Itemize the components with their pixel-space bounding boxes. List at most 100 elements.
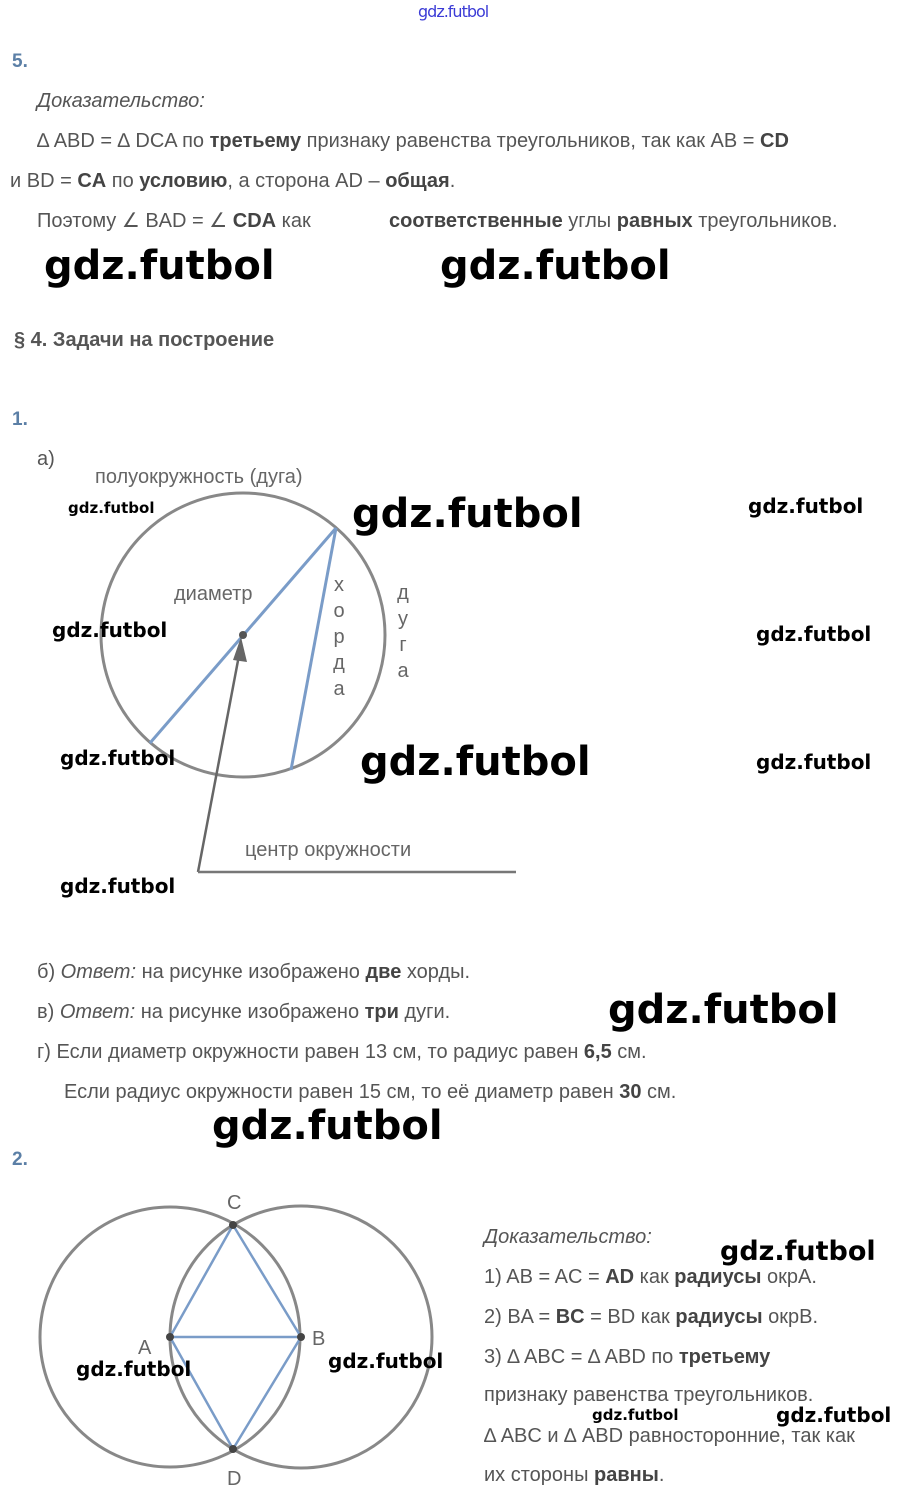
chord-line bbox=[289, 527, 338, 771]
text-segment: на рисунке изображено bbox=[135, 1001, 365, 1023]
watermark: gdz.futbol bbox=[608, 987, 839, 1033]
text-segment: треугольников. bbox=[692, 210, 838, 232]
point-label-d: D bbox=[227, 1468, 242, 1490]
text-segment: признаку равенства треугольников. bbox=[484, 1384, 814, 1406]
proof-line: ∆ ABC и ∆ ABD равносторонние, так как bbox=[484, 1426, 855, 1446]
text-segment: б) bbox=[37, 961, 61, 983]
bold-text: две bbox=[365, 961, 402, 983]
bold-text: условию bbox=[139, 170, 228, 192]
text-segment: как bbox=[634, 1266, 675, 1288]
bold-text: радиусы bbox=[675, 1306, 763, 1328]
text-segment: окрB. bbox=[762, 1306, 818, 1328]
text-segment: окрA. bbox=[761, 1266, 817, 1288]
watermark: gdz.futbol bbox=[776, 1403, 892, 1427]
semicircle-label: полуокружность (дуга) bbox=[95, 466, 303, 488]
watermark: gdz.futbol bbox=[328, 1349, 444, 1373]
text-segment: их стороны bbox=[484, 1464, 595, 1486]
section-title: § 4. Задачи на построение bbox=[14, 329, 275, 351]
italic-text: Ответ: bbox=[60, 961, 137, 983]
chord-letter: о bbox=[333, 600, 345, 622]
text-segment: Если радиус окружности равен 15 см, то е… bbox=[64, 1081, 620, 1103]
proof-label: Доказательство: bbox=[484, 1226, 652, 1248]
text-segment: = BD как bbox=[584, 1306, 676, 1328]
chord-letter: х bbox=[334, 574, 344, 596]
watermark: gdz.futbol bbox=[756, 750, 872, 774]
bold-text: 30 bbox=[619, 1081, 642, 1103]
bold-text: AD bbox=[605, 1266, 635, 1288]
chord-label: х о р д а bbox=[332, 572, 346, 702]
text-segment: 3) ∆ ABC = ∆ ABD по bbox=[484, 1346, 679, 1368]
text-segment: в) bbox=[37, 1001, 60, 1023]
task-number: 5. bbox=[12, 51, 28, 72]
part-label: а) bbox=[37, 448, 55, 470]
watermark: gdz.futbol bbox=[52, 618, 168, 642]
italic-text: Ответ: bbox=[59, 1001, 136, 1023]
text-segment: , а сторона AD – bbox=[227, 170, 386, 192]
text-segment: как bbox=[276, 210, 311, 232]
answer-line: б) Ответ: на рисунке изображено две хорд… bbox=[37, 962, 470, 982]
text-segment: . bbox=[658, 1464, 665, 1486]
chord-letter: а bbox=[333, 678, 345, 700]
text-segment: углы bbox=[562, 210, 617, 232]
bold-text: радиусы bbox=[674, 1266, 762, 1288]
watermark: gdz.futbol bbox=[76, 1357, 192, 1381]
watermark: gdz.futbol bbox=[720, 1236, 876, 1267]
chord-letter: д bbox=[333, 652, 345, 674]
point-c bbox=[229, 1221, 237, 1229]
text-segment: см. bbox=[611, 1041, 647, 1063]
arrow-head-icon bbox=[233, 637, 247, 662]
text-line: соответственные углы равных треугольнико… bbox=[389, 211, 838, 231]
proof-line: 2) BA = BC = BD как радиусы окрB. bbox=[484, 1307, 818, 1327]
bold-text: равны bbox=[594, 1464, 659, 1486]
arc-letter: д bbox=[397, 582, 409, 604]
watermark: gdz.futbol bbox=[756, 622, 872, 646]
answer-line: г) Если диаметр окружности равен 13 см, … bbox=[37, 1042, 647, 1062]
arc-label: д у г а bbox=[396, 580, 410, 684]
arc-letter: у bbox=[398, 608, 408, 630]
text-line: Поэтому ∠ BAD = ∠ CDA как bbox=[37, 211, 311, 231]
proof-line: 1) AB = AC = AD как радиусы окрA. bbox=[484, 1267, 817, 1287]
bold-text: равных bbox=[616, 210, 693, 232]
text-segment: хорды. bbox=[401, 961, 471, 983]
watermark: gdz.futbol bbox=[748, 494, 864, 518]
point-label-c: C bbox=[227, 1192, 242, 1214]
text-segment: дуги. bbox=[398, 1001, 451, 1023]
arc-letter: г bbox=[399, 634, 407, 656]
bold-text: три bbox=[364, 1001, 399, 1023]
text-segment: на рисунке изображено bbox=[136, 961, 366, 983]
text-segment: признаку равенства треугольников, так ка… bbox=[301, 130, 761, 152]
watermark: gdz.futbol bbox=[68, 499, 155, 517]
watermark: gdz.futbol bbox=[212, 1103, 443, 1149]
watermark: gdz.futbol bbox=[60, 746, 176, 770]
text-segment: ∆ ABC и ∆ ABD равносторонние, так как bbox=[484, 1425, 855, 1447]
point-a bbox=[166, 1333, 174, 1341]
task-number: 1. bbox=[12, 409, 28, 430]
task-number: 2. bbox=[12, 1149, 28, 1170]
center-label: центр окружности bbox=[245, 839, 412, 861]
watermark: gdz.futbol bbox=[44, 243, 275, 289]
circle bbox=[99, 491, 387, 779]
text-line: ∆ ABD = ∆ DCA по третьему признаку равен… bbox=[37, 131, 789, 151]
watermark: gdz.futbol bbox=[592, 1406, 679, 1424]
chord-letter: р bbox=[333, 626, 345, 648]
text-segment: и BD = bbox=[10, 170, 78, 192]
bold-text: соответственные bbox=[389, 210, 563, 232]
text-segment: 2) BA = bbox=[484, 1306, 556, 1328]
diameter-label: диаметр bbox=[174, 583, 253, 605]
proof-line: их стороны равны. bbox=[484, 1465, 664, 1485]
site-link[interactable]: gdz.futbol bbox=[418, 2, 489, 21]
bold-text: CD bbox=[760, 130, 789, 152]
text-segment: 1) AB = AC = bbox=[484, 1266, 606, 1288]
pointer-line bbox=[196, 649, 242, 873]
watermark: gdz.futbol bbox=[360, 739, 591, 785]
bold-text: CDA bbox=[232, 210, 277, 232]
watermark: gdz.futbol bbox=[440, 243, 671, 289]
point-b bbox=[297, 1333, 305, 1341]
point-label-b: B bbox=[312, 1328, 326, 1350]
bold-text: 6,5 bbox=[583, 1041, 612, 1063]
bold-text: CA bbox=[77, 170, 107, 192]
watermark: gdz.futbol bbox=[352, 491, 583, 537]
answer-line: Если радиус окружности равен 15 см, то е… bbox=[64, 1082, 676, 1102]
